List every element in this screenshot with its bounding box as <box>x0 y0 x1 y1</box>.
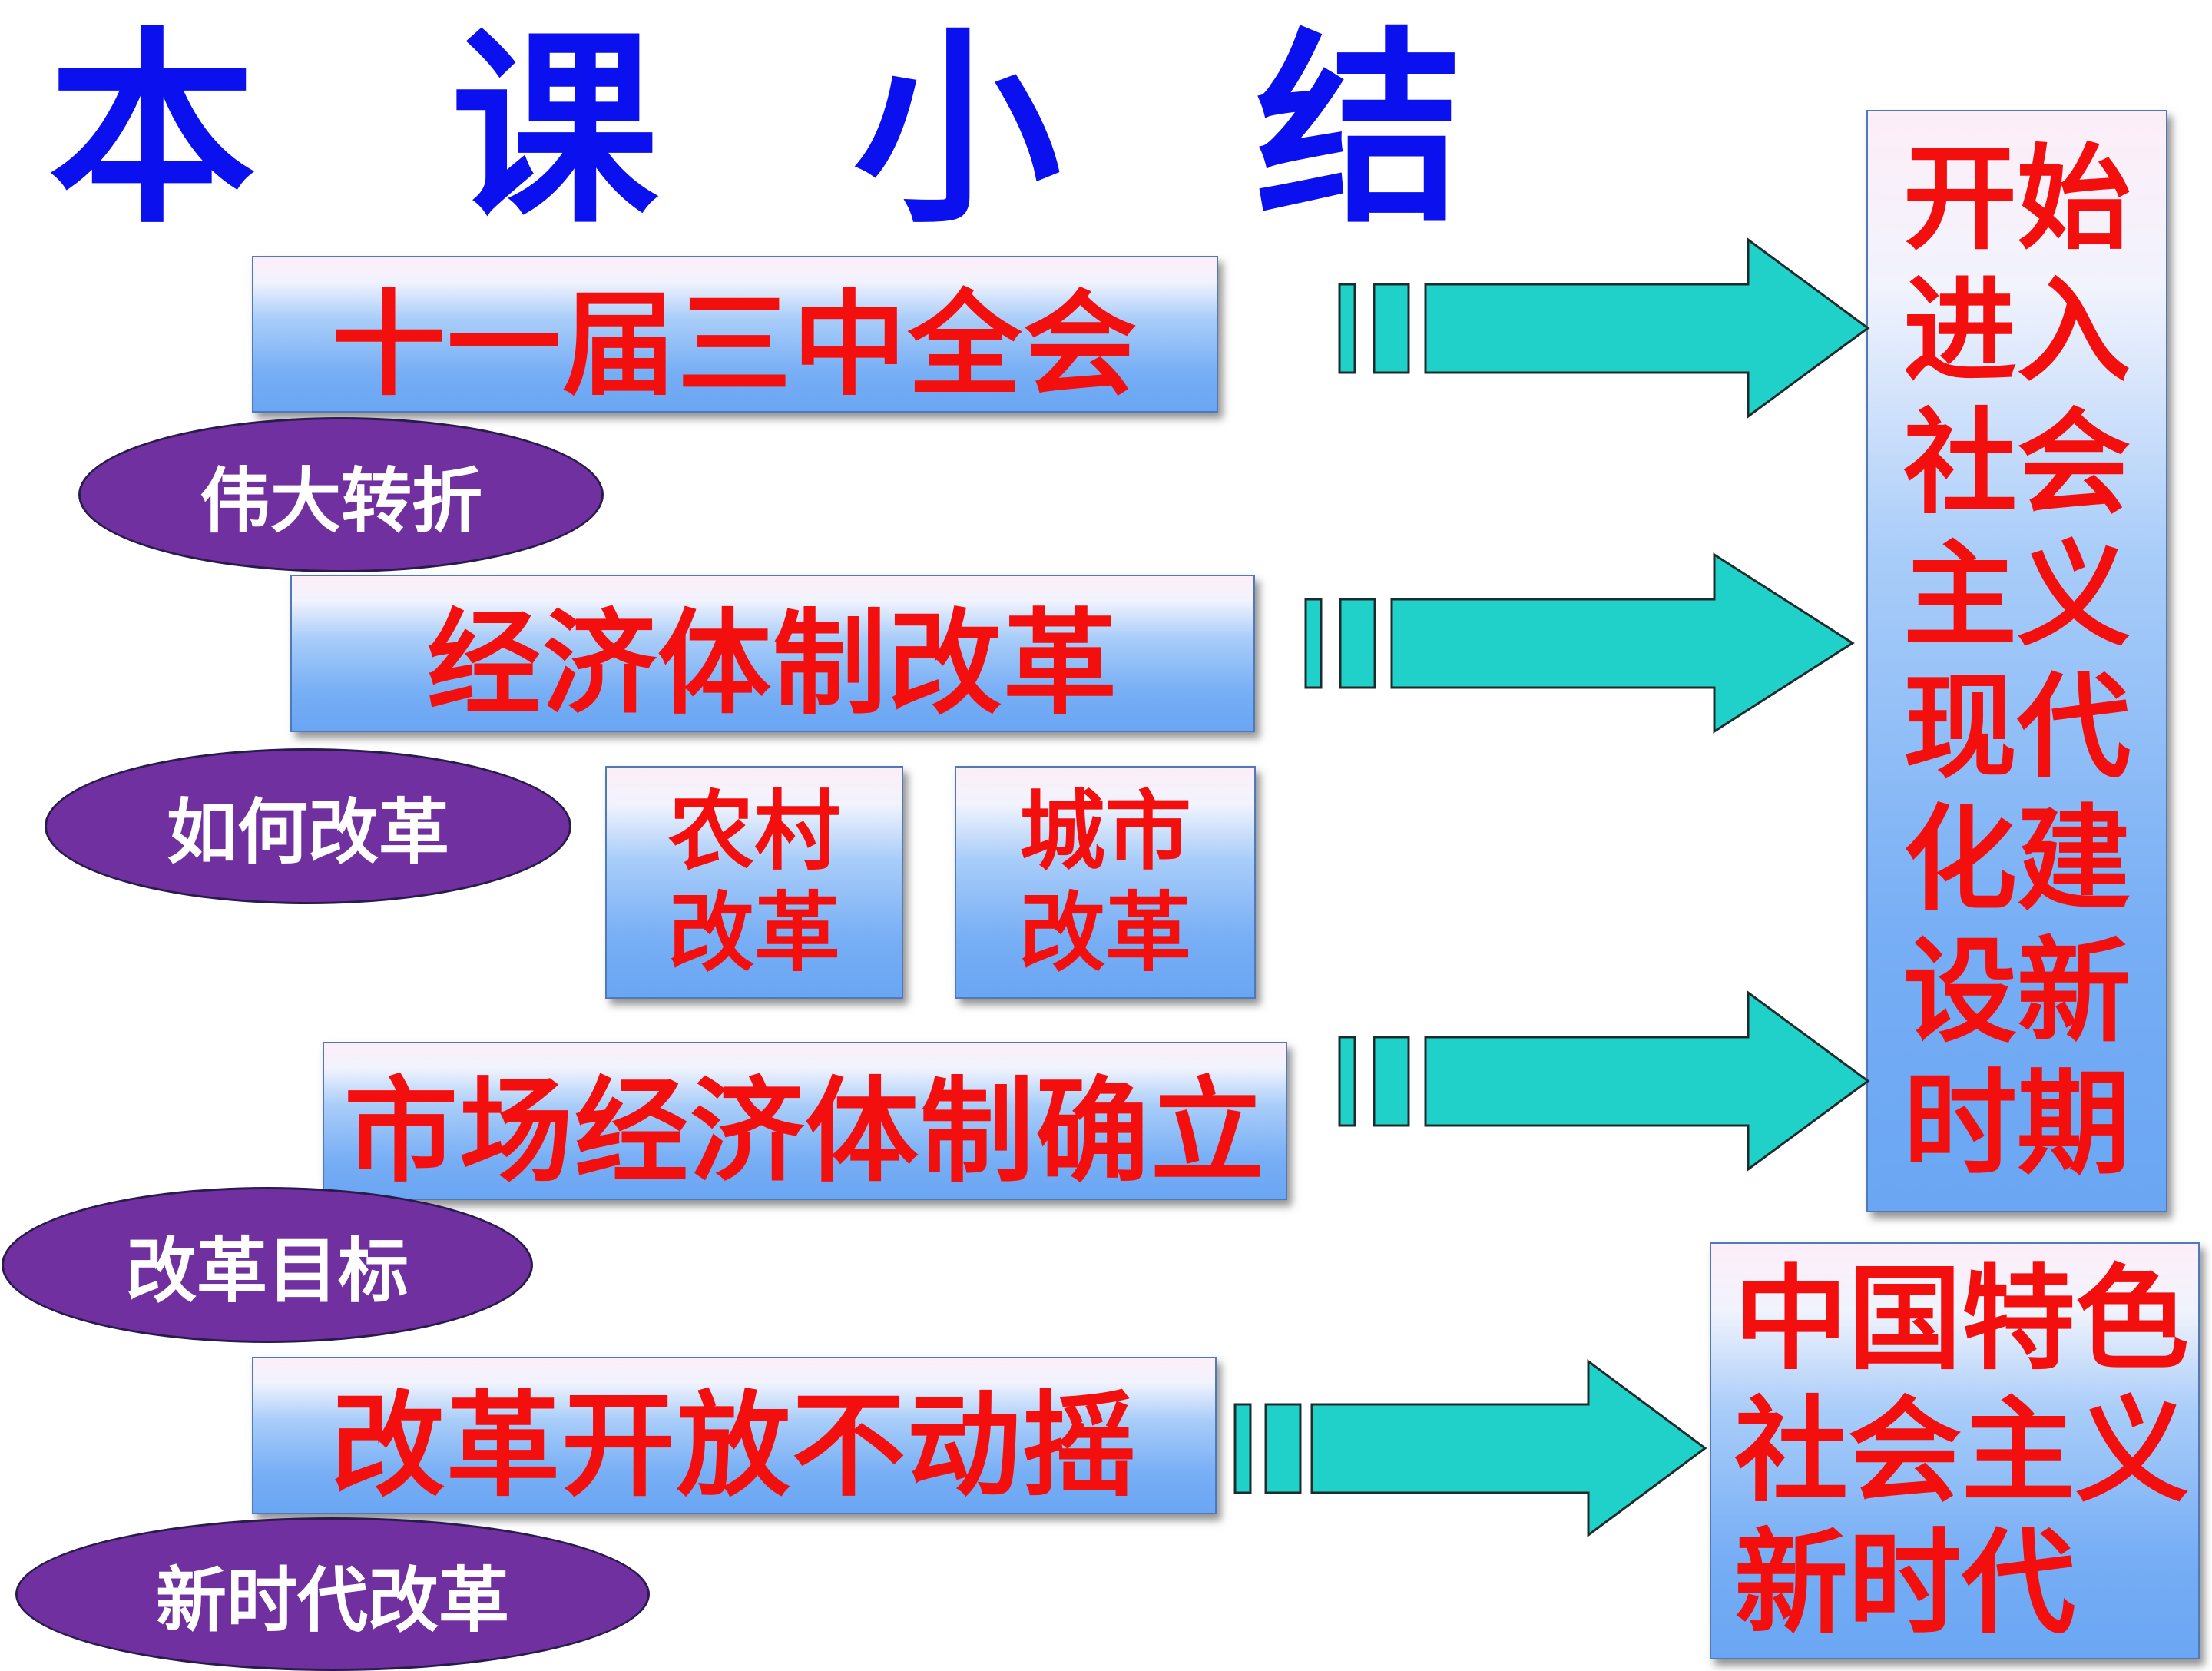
box-third-plenum: 十一届三中全会 <box>252 256 1218 413</box>
box-urban-reform: 城市 改革 <box>955 766 1256 999</box>
new-period-line-1: 开始 <box>1903 132 2131 265</box>
new-period-line-5: 现代 <box>1903 661 2131 794</box>
new-period-line-3: 社会 <box>1903 396 2131 529</box>
new-period-line-6: 化建 <box>1903 793 2131 926</box>
ellipse-reform-goal: 改革目标 <box>2 1187 533 1343</box>
box-market-economy: 市场经济体制确立 <box>323 1042 1287 1200</box>
arrow-economic-reform <box>1304 552 1855 734</box>
rural-reform-text: 农村 改革 <box>668 781 840 983</box>
urban-reform-text: 城市 改革 <box>1019 781 1191 983</box>
new-era-line-2: 社会主义 <box>1734 1384 2189 1517</box>
new-period-line-2: 进入 <box>1903 264 2131 397</box>
ellipse-how-reform: 如何改革 <box>45 748 571 904</box>
arrow-plenum <box>1338 237 1870 419</box>
arrow-market-economy <box>1338 990 1870 1172</box>
box-economic-reform: 经济体制改革 <box>290 575 1255 732</box>
arrow-reform-steadfast <box>1233 1359 1707 1537</box>
ellipse-new-era-reform: 新时代改革 <box>15 1517 650 1671</box>
new-period-line-7: 设新 <box>1903 925 2131 1058</box>
box-new-era: 中国特色 社会主义 新时代 <box>1710 1242 2200 1659</box>
new-period-line-4: 主义 <box>1903 529 2131 661</box>
box-reform-steadfast: 改革开放不动摇 <box>252 1357 1217 1514</box>
ellipse-turning-point: 伟大转折 <box>78 417 604 572</box>
page-title: 本 课 小 结 <box>48 9 1525 251</box>
new-period-line-8: 时期 <box>1903 1057 2131 1190</box>
box-rural-reform: 农村 改革 <box>605 766 903 999</box>
new-era-line-3: 新时代 <box>1734 1517 2075 1649</box>
box-new-period: 开始 进入 社会 主义 现代 化建 设新 时期 <box>1866 110 2167 1212</box>
new-era-line-1: 中国特色 <box>1734 1252 2189 1385</box>
